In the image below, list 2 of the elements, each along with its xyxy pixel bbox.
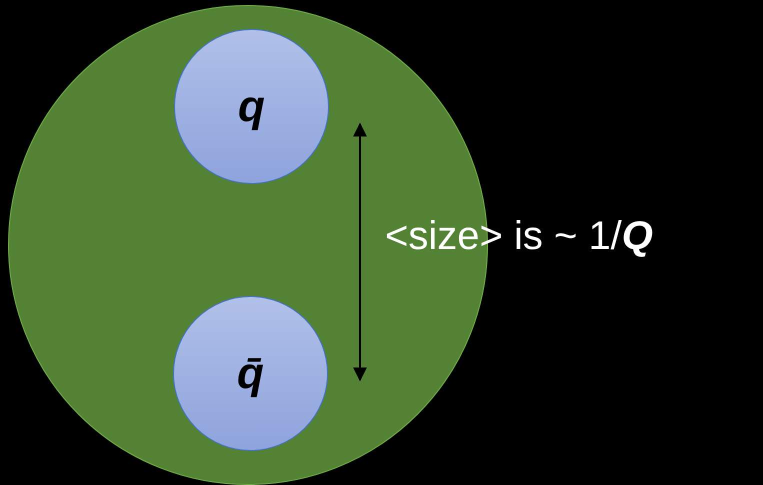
quark-symbol: q̄ xyxy=(237,348,264,398)
quark-symbol: q xyxy=(238,82,265,132)
